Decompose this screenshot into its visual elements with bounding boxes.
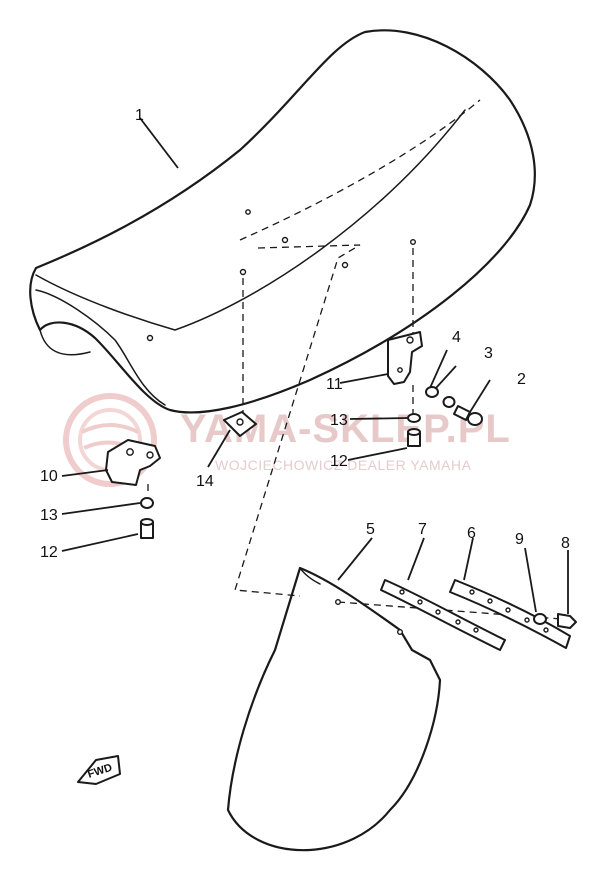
callout-8: 8 xyxy=(561,535,570,552)
callout-9: 9 xyxy=(515,531,524,548)
fasteners-right xyxy=(407,386,483,447)
bracket-11 xyxy=(387,331,423,385)
callout-numbers: 1 2 3 4 5 6 7 8 9 10 11 12 12 13 13 14 xyxy=(40,107,570,561)
callout-12-right: 12 xyxy=(330,453,348,470)
leader-lines xyxy=(61,117,569,614)
bracket-10 xyxy=(105,439,161,539)
callout-13-right: 13 xyxy=(330,412,348,429)
callout-10: 10 xyxy=(40,468,58,485)
callout-14: 14 xyxy=(196,473,214,490)
callout-13-left: 13 xyxy=(40,507,58,524)
fwd-arrow-icon: FWD xyxy=(77,755,121,785)
seat xyxy=(29,29,536,414)
callout-5: 5 xyxy=(366,521,375,538)
callout-3: 3 xyxy=(484,345,493,362)
callout-1: 1 xyxy=(135,107,144,124)
rear-fender xyxy=(226,566,442,852)
callout-6: 6 xyxy=(467,525,476,542)
watermark-logo xyxy=(63,393,157,487)
callout-7: 7 xyxy=(418,521,427,538)
bracket-14 xyxy=(223,411,257,437)
callout-12-left: 12 xyxy=(40,544,58,561)
callout-2: 2 xyxy=(517,371,526,388)
callout-11: 11 xyxy=(326,376,343,393)
callout-4: 4 xyxy=(452,329,461,346)
mud-flap-stays xyxy=(380,579,577,651)
watermark-subtitle: WOJCIECHOWICZ DEALER YAMAHA xyxy=(215,457,472,473)
